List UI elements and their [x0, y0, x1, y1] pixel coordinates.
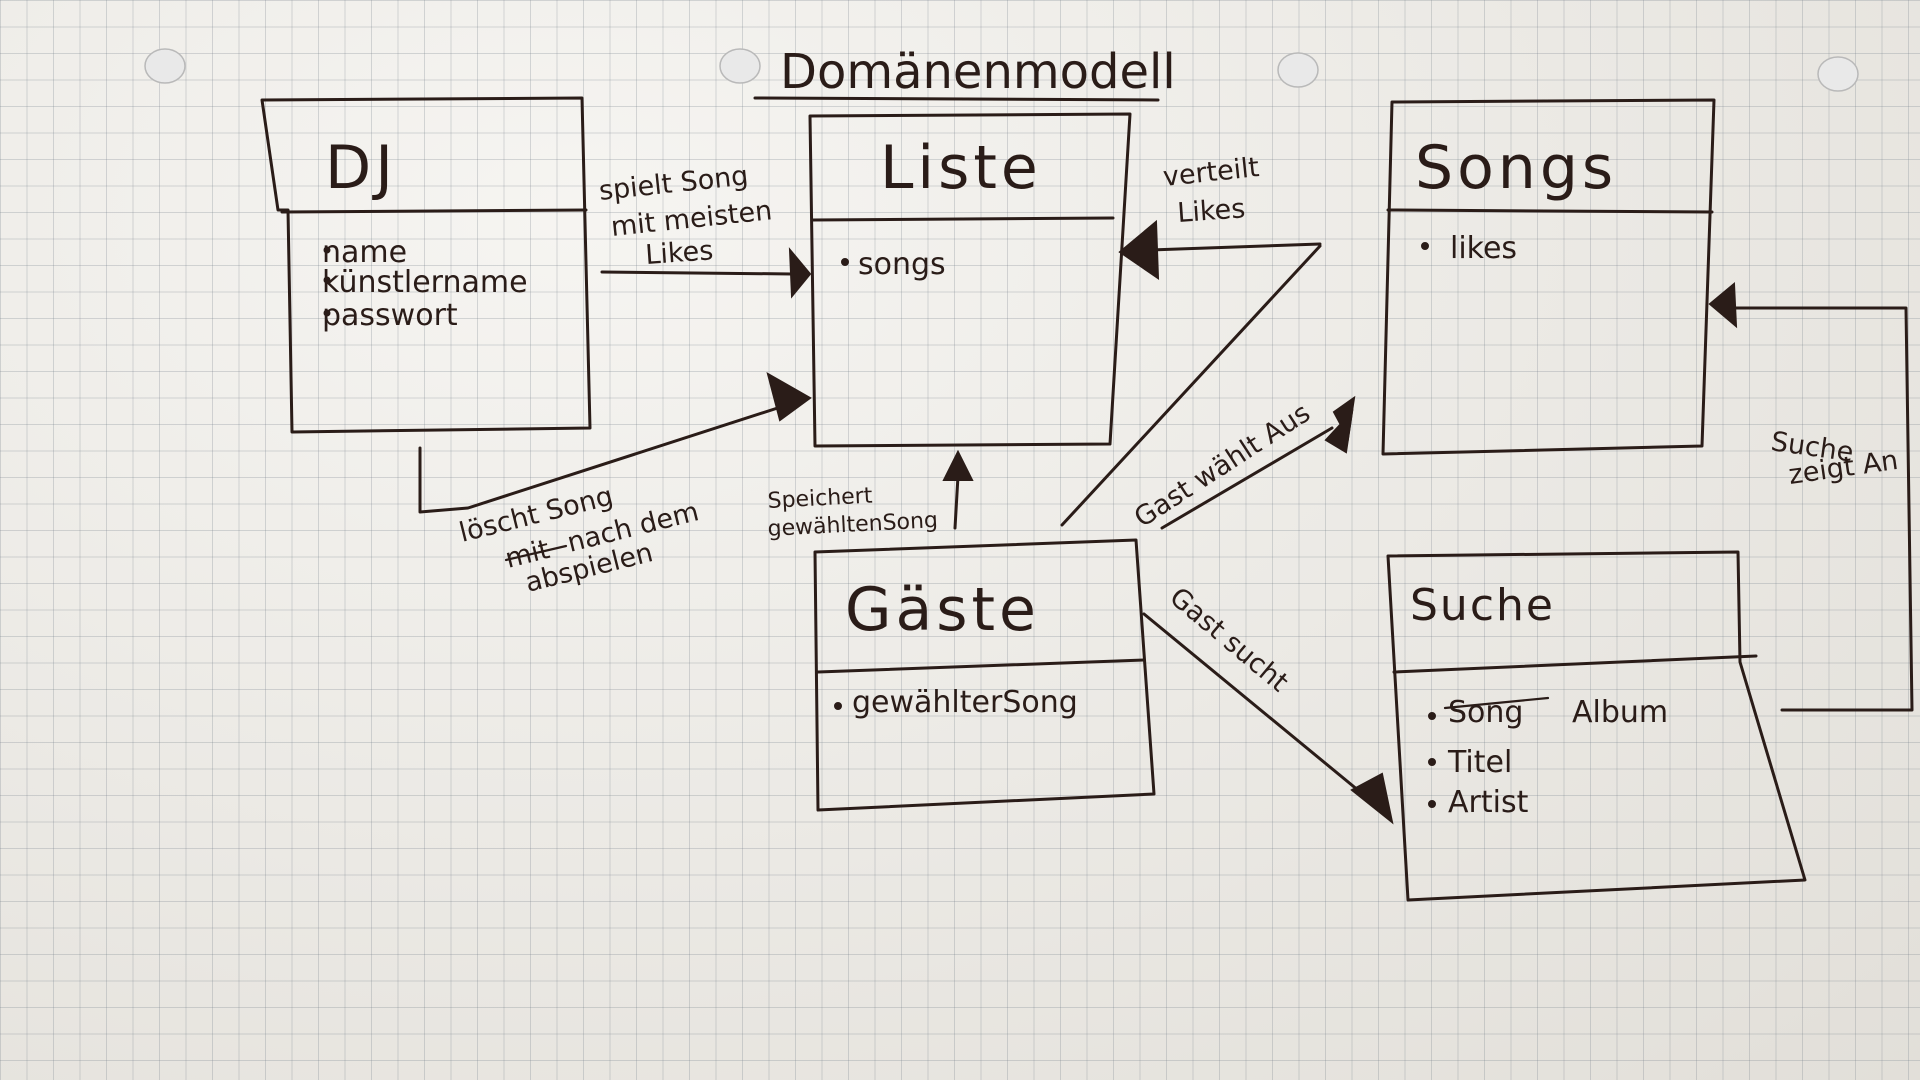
entity-gaeste-attr-1: gewählterSong — [852, 685, 1078, 720]
relation-dj-liste-spielt: spielt Song mit meisten Likes — [597, 160, 812, 299]
relation-label-line-1: Gast wählt Aus — [1129, 397, 1316, 533]
entity-suche-attr-1: Song — [1448, 695, 1523, 730]
relation-dj-liste-loescht: löscht Song mit nach dem abspielen — [418, 371, 812, 599]
entity-dj-name: DJ — [325, 133, 397, 203]
entity-dj-attr-2: künstlername — [322, 265, 528, 300]
entity-liste-name: Liste — [880, 133, 1042, 203]
arrowhead — [788, 247, 812, 299]
strikethrough — [504, 544, 568, 562]
relation-label-line-1: verteilt — [1161, 152, 1260, 193]
entity-dj-attr-1: name — [322, 235, 407, 270]
relation-label-line-2: gewähltenSong — [767, 508, 939, 542]
entity-suche-attr-2: Album — [1572, 695, 1668, 730]
punch-hole — [1277, 52, 1319, 88]
relation-gaeste-songs: Gast wählt Aus — [1060, 244, 1356, 534]
entity-gaeste: Gäste gewählterSong — [813, 538, 1156, 812]
strikethrough — [1443, 696, 1550, 710]
entity-liste-attr-1: songs — [858, 247, 946, 282]
relation-songs-liste: verteilt Likes — [1118, 152, 1322, 280]
arrowhead — [942, 449, 974, 481]
punch-hole — [144, 48, 186, 84]
relation-label-line-3: Likes — [644, 235, 714, 271]
entity-liste: Liste songs — [808, 112, 1132, 448]
title-underline — [753, 96, 1160, 102]
arrowhead — [766, 371, 812, 422]
arrowhead — [1118, 219, 1160, 280]
entity-songs-name: Songs — [1415, 133, 1617, 203]
entity-dj-attr-3: passwort — [322, 298, 458, 333]
relation-label-line-1: Speichert — [767, 484, 873, 514]
relation-label-line-1: Gast sucht — [1164, 582, 1295, 699]
punch-hole — [719, 48, 761, 84]
relation-gaeste-liste: Speichert gewähltenSong — [767, 449, 974, 542]
relation-label-line-2: Likes — [1176, 193, 1246, 229]
diagram-title: Domänenmodell — [780, 44, 1176, 100]
punch-hole — [1817, 56, 1859, 92]
relation-gaeste-suche: Gast sucht — [1142, 582, 1394, 825]
entity-suche-attr-3: Titel — [1447, 745, 1512, 780]
entity-suche-attr-4: Artist — [1448, 785, 1529, 820]
entity-suche: Suche Song Album Titel Artist — [1386, 550, 1807, 902]
entity-gaeste-name: Gäste — [845, 575, 1040, 645]
entity-dj: DJ name künstlername passwort — [260, 96, 592, 434]
arrowhead — [1708, 281, 1738, 329]
arrowhead — [1350, 772, 1394, 825]
arrowhead — [1332, 395, 1356, 442]
entity-songs-attr-1: likes — [1450, 231, 1517, 266]
entity-songs: Songs likes — [1381, 98, 1716, 456]
entity-suche-name: Suche — [1410, 580, 1555, 631]
